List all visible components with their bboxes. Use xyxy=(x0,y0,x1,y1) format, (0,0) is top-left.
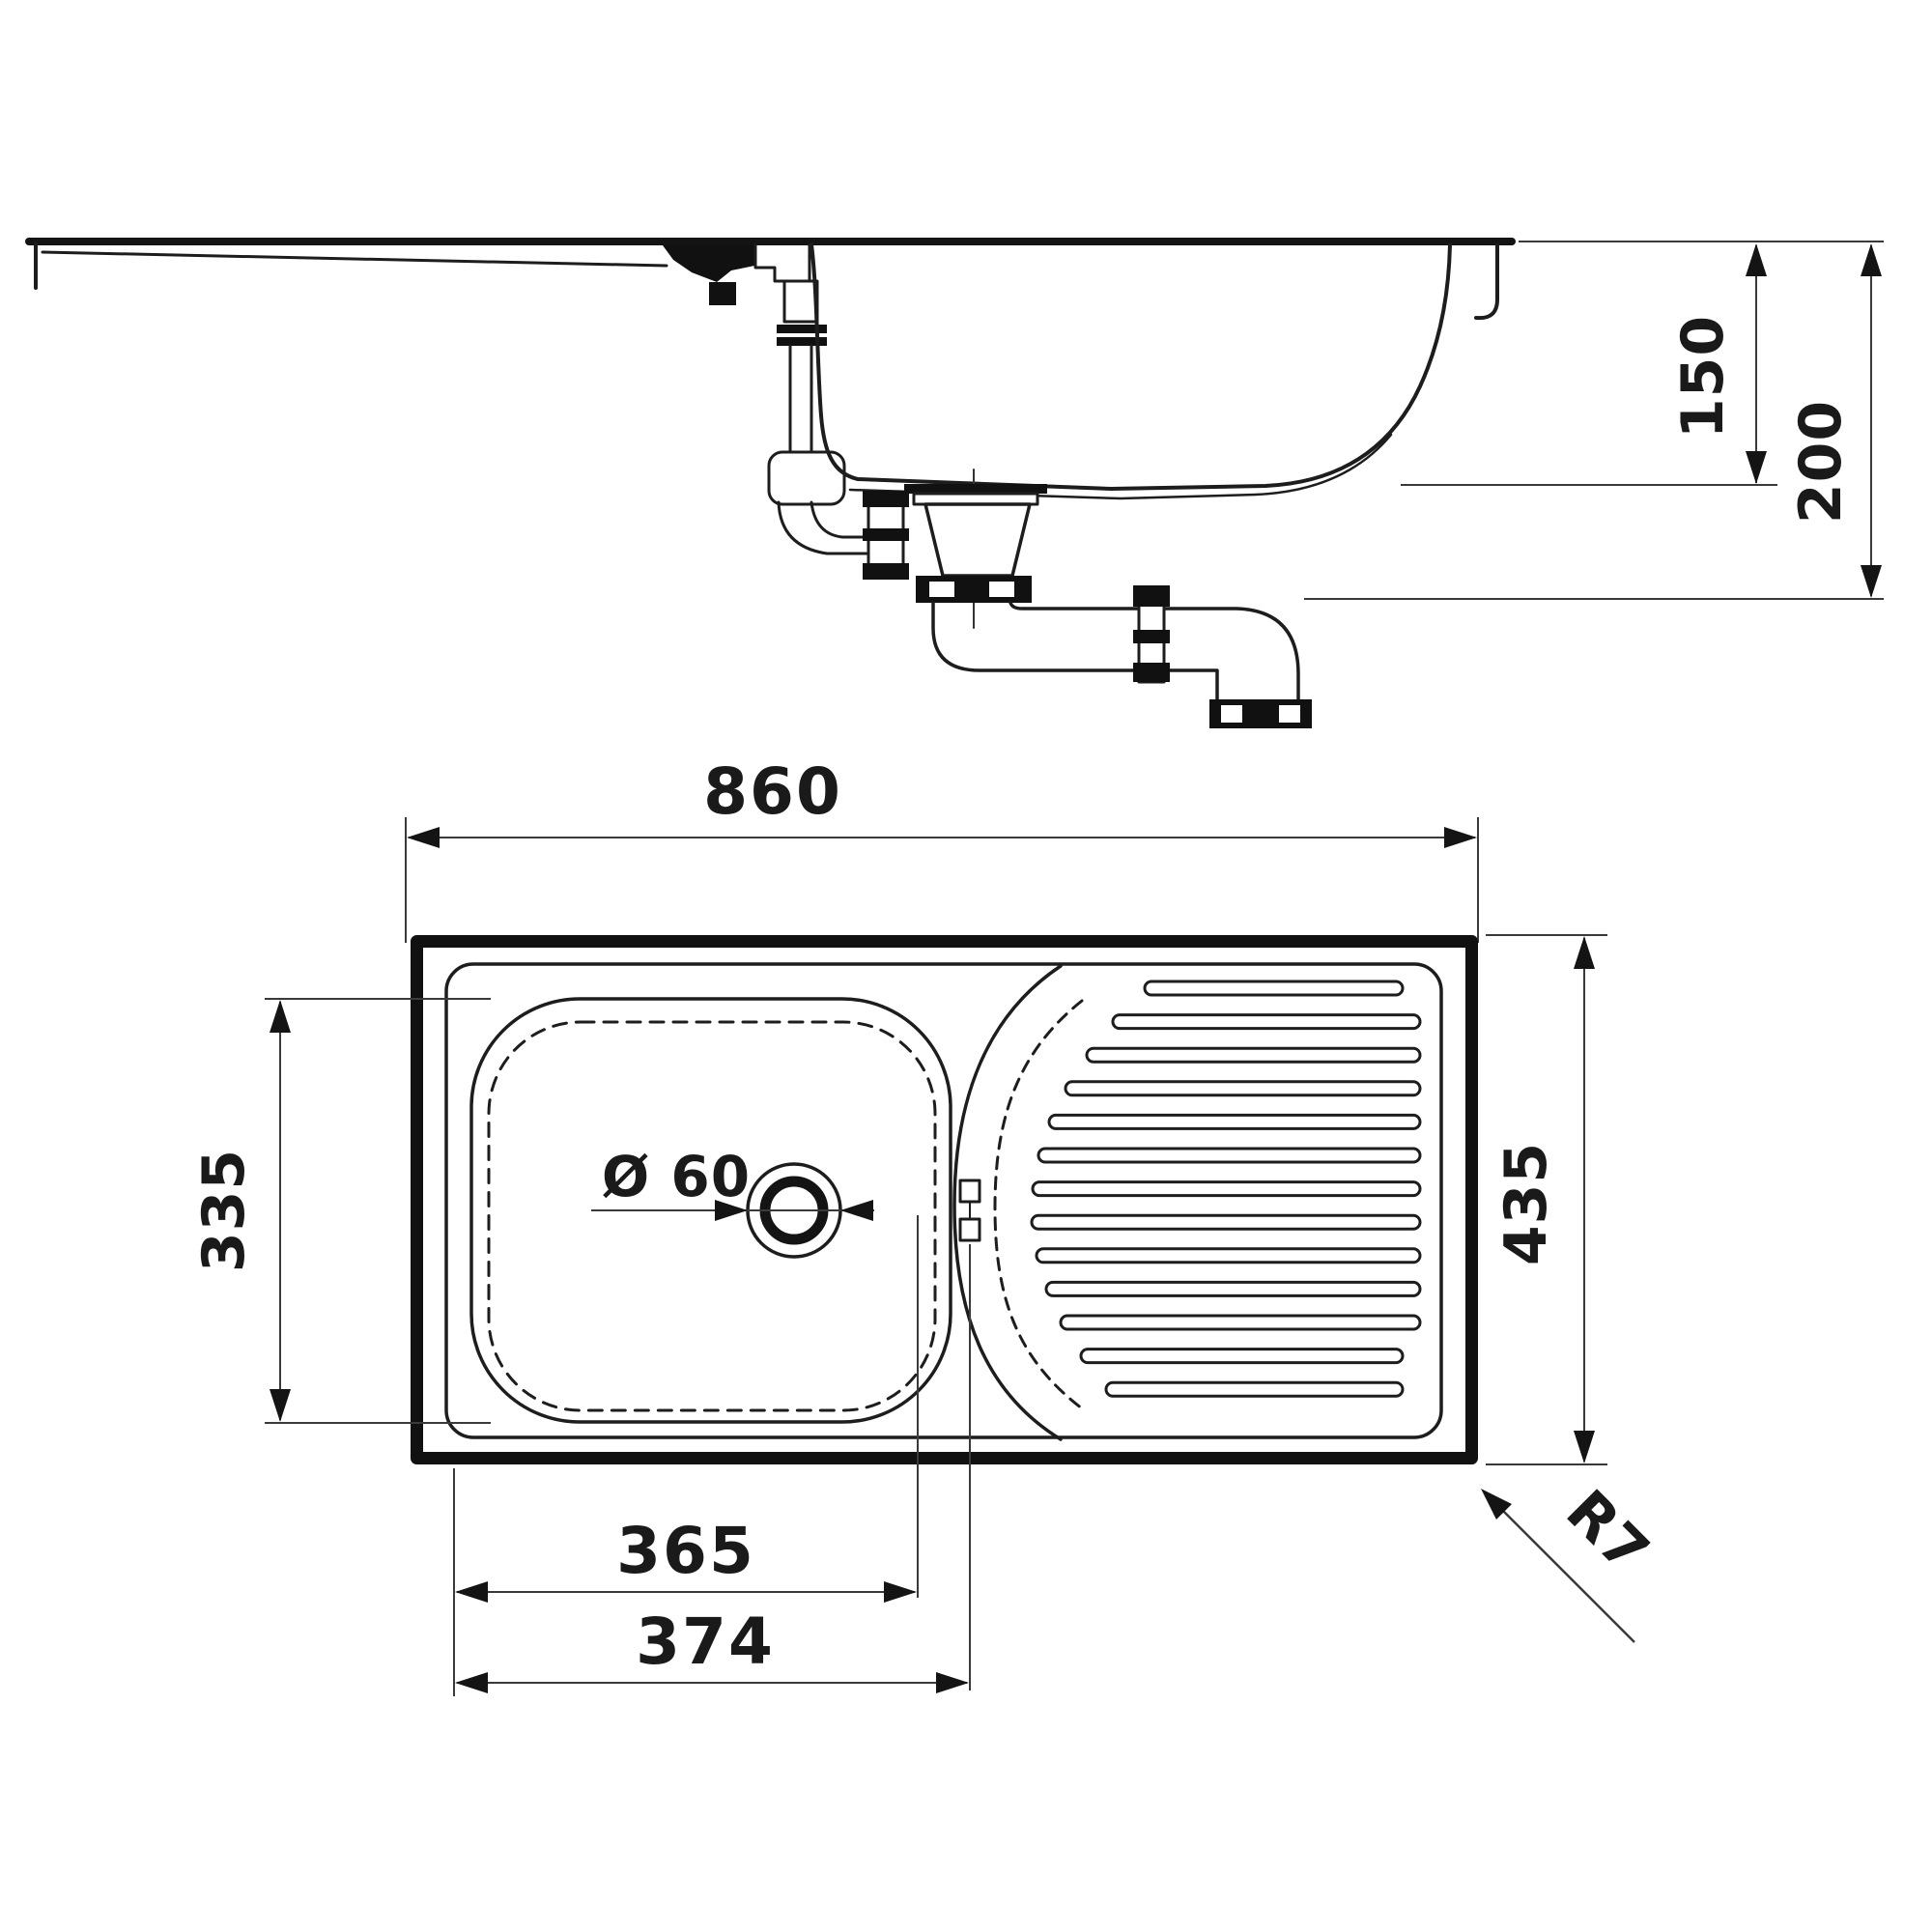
leader-line-r7 xyxy=(1492,1500,1635,1643)
overflow-union-ring-1 xyxy=(777,325,827,333)
arrow-860-right xyxy=(1444,827,1477,848)
drainer-rib xyxy=(1044,1280,1422,1297)
dimension-374: 374 xyxy=(455,1605,969,1693)
overflow-nut-band-3 xyxy=(863,563,909,580)
dim-label-365: 365 xyxy=(616,1514,755,1588)
dim-label-200: 200 xyxy=(1787,400,1855,524)
dim-label-374: 374 xyxy=(636,1605,775,1679)
dimension-corner-radius: R7 xyxy=(1481,1477,1662,1643)
drainer-rib xyxy=(1047,1113,1422,1130)
drainer-rib xyxy=(1079,1348,1405,1365)
strainer-flange-band xyxy=(904,484,1047,494)
drainer-rib xyxy=(1030,1213,1422,1231)
bowl-profile xyxy=(810,242,1452,491)
plan-view xyxy=(411,935,1478,1464)
arrow-200-top xyxy=(1861,243,1882,276)
dim-label-860: 860 xyxy=(703,754,842,829)
dim-label-d60: Ø 60 xyxy=(602,1144,751,1209)
overflow-slot-lower xyxy=(958,1217,981,1242)
arrow-d60-right xyxy=(840,1200,873,1221)
pipe-union-band-2 xyxy=(1133,630,1170,643)
drainer-edge-curve xyxy=(952,964,1063,1441)
bowl-hidden-outline xyxy=(487,1020,937,1412)
dim-label-150: 150 xyxy=(1669,315,1737,439)
dimension-435: 435 xyxy=(1486,934,1607,1465)
arrow-150-top xyxy=(1746,243,1767,276)
faucet-boss xyxy=(663,245,773,282)
drainer-rib xyxy=(1143,980,1405,997)
arrow-365-right xyxy=(884,1581,917,1603)
drainer-rib xyxy=(1035,1247,1422,1264)
drainer-rib xyxy=(1031,1180,1422,1198)
arrow-435-bottom xyxy=(1574,1431,1595,1463)
rim-right-edge-hook xyxy=(1474,243,1499,321)
trap-pipe-outer xyxy=(931,601,1219,701)
arrow-335-top xyxy=(270,1000,291,1033)
dimension-waste-diameter: Ø 60 xyxy=(591,1144,874,1221)
dim-label-335: 335 xyxy=(190,1149,258,1272)
drainer-rib xyxy=(1085,1046,1422,1064)
arrow-435-top xyxy=(1574,936,1595,969)
dim-label-r7: R7 xyxy=(1553,1477,1662,1586)
dimension-335: 335 xyxy=(190,998,491,1424)
overflow-union-ring-2 xyxy=(777,337,827,346)
drainer-ribs xyxy=(1030,980,1422,1398)
waste-cup xyxy=(923,502,1032,578)
sink-inner-rim xyxy=(444,962,1443,1439)
pipe-union-band-1 xyxy=(1133,585,1170,607)
waste-union-window-1 xyxy=(929,582,954,597)
drainer-underside-line xyxy=(41,250,668,268)
outlet-nut-window-1 xyxy=(1221,705,1242,723)
waste-union-window-2 xyxy=(989,582,1014,597)
bowl-outline xyxy=(469,997,952,1424)
outlet-nut-window-2 xyxy=(1279,705,1300,723)
arrow-200-bottom xyxy=(1861,565,1882,598)
drainer-rib xyxy=(1104,1380,1405,1398)
overflow-elbow-feed xyxy=(777,500,868,555)
overflow-elbow-flange xyxy=(767,450,846,506)
dimension-365: 365 xyxy=(455,1514,917,1603)
arrow-150-bottom xyxy=(1746,451,1767,484)
trap-pipe-inner xyxy=(1009,601,1300,701)
faucet-boss-stud xyxy=(709,282,736,305)
arrow-365-left xyxy=(455,1581,488,1603)
overflow-bracket xyxy=(753,243,811,283)
overflow-slot-upper xyxy=(958,1179,981,1204)
dimension-200: 200 xyxy=(1787,243,1882,598)
overflow-nut-band-1 xyxy=(863,491,909,507)
arrow-335-bottom xyxy=(270,1389,291,1422)
bowl-shell-line xyxy=(848,433,1393,500)
drainer-rib xyxy=(1037,1147,1422,1164)
drainer-rib xyxy=(1064,1080,1422,1097)
overflow-nut-band-2 xyxy=(863,528,909,541)
dimension-860: 860 xyxy=(405,754,1479,943)
drainer-rib xyxy=(1059,1314,1422,1331)
side-section-view xyxy=(25,238,1516,728)
dim-label-435: 435 xyxy=(1492,1142,1560,1265)
side-view-dimensions: 150 200 860 xyxy=(405,241,1884,943)
dimension-150: 150 xyxy=(1669,243,1767,484)
pipe-union-band-3 xyxy=(1133,663,1170,682)
overflow-slot xyxy=(958,1179,981,1242)
arrow-374-left xyxy=(455,1672,488,1693)
drainer-rib xyxy=(1111,1013,1422,1031)
arrow-r7 xyxy=(1481,1489,1512,1520)
arrow-d60-left xyxy=(715,1200,748,1221)
overflow-connector xyxy=(782,279,819,324)
arrow-374-right xyxy=(936,1672,969,1693)
arrow-860-left xyxy=(407,827,440,848)
overflow-pipe-walls xyxy=(788,344,813,454)
drainer-hidden-curve xyxy=(993,999,1084,1410)
